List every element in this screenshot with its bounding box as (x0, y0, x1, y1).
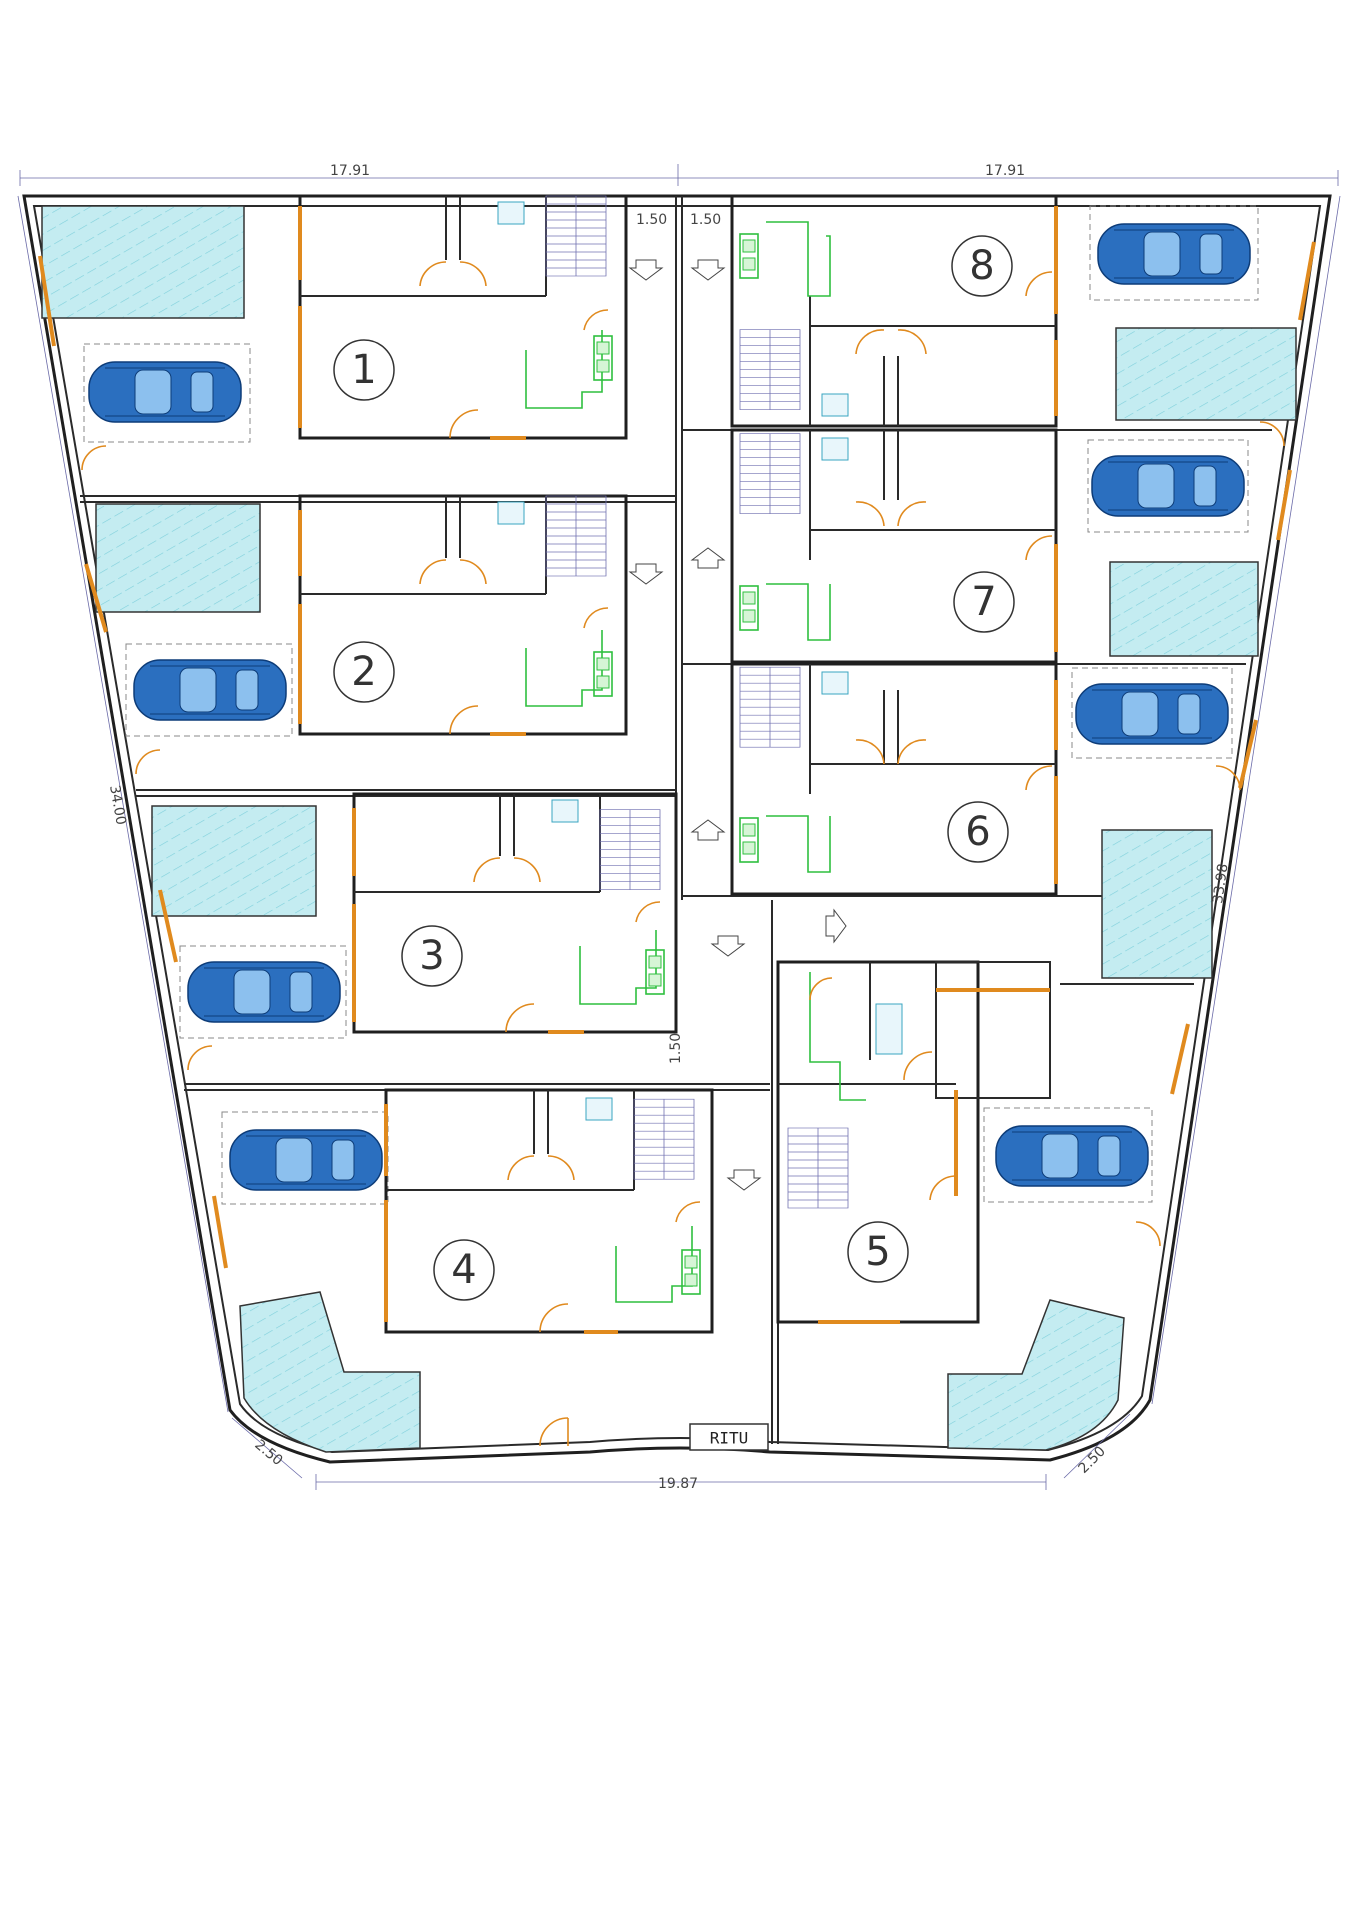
pool-7 (1109, 561, 1259, 657)
house-4 (384, 1088, 714, 1334)
utility-label: RITU (710, 1429, 749, 1448)
dim-corner-left: 2.50 (251, 1437, 285, 1469)
dim-passage: 1.50 (668, 1033, 684, 1064)
pool-1 (41, 205, 245, 319)
svg-text:6: 6 (965, 809, 990, 855)
car-icon (179, 945, 347, 1039)
pool-6 (1101, 829, 1213, 979)
car-icon (1087, 439, 1249, 533)
svg-text:4: 4 (451, 1247, 476, 1293)
unit-label-3: 3 (401, 925, 463, 987)
dim-gap-left: 1.50 (636, 212, 667, 228)
unit-label-7: 7 (953, 571, 1015, 633)
svg-text:5: 5 (865, 1229, 890, 1275)
unit-label-1: 1 (333, 339, 395, 401)
car-icon (1071, 667, 1233, 759)
utility-box: RITU (689, 1423, 769, 1451)
dim-top-right: 17.91 (985, 163, 1025, 179)
pool-4 (239, 1291, 421, 1453)
dim-bottom: 19.87 (658, 1476, 698, 1492)
pool-2 (95, 503, 261, 613)
arrow-down-icon (629, 259, 663, 281)
arrow-down-icon (629, 563, 663, 585)
house-6 (730, 662, 1058, 896)
arrow-down-icon (727, 1169, 761, 1191)
house-5 (776, 960, 1051, 1324)
dim-gap-right: 1.50 (690, 212, 721, 228)
arrow-right-icon (825, 909, 847, 943)
car-icon (983, 1107, 1153, 1203)
svg-text:7: 7 (971, 579, 996, 625)
dim-left-side: 34.00 (106, 784, 129, 826)
dim-right-side: 33.98 (1210, 863, 1231, 905)
car-icon (1089, 205, 1259, 301)
pool-3 (151, 805, 317, 917)
svg-text:1: 1 (351, 347, 376, 393)
svg-text:3: 3 (419, 933, 444, 979)
unit-label-6: 6 (947, 801, 1009, 863)
arrow-up-icon (691, 547, 725, 569)
top-dimension-lines (19, 164, 1339, 186)
dim-top-left: 17.91 (330, 163, 370, 179)
house-2 (298, 494, 628, 736)
pool-5 (947, 1299, 1125, 1451)
car-icon (125, 643, 293, 737)
site-boundary-inner (32, 205, 1322, 1454)
pool-8 (1115, 327, 1297, 421)
arrow-down-icon (711, 935, 745, 957)
car-icon (221, 1111, 389, 1205)
side-dimension-lines (17, 195, 1341, 1490)
svg-text:8: 8 (969, 243, 994, 289)
svg-text:2: 2 (351, 649, 376, 695)
arrow-down-icon (691, 259, 725, 281)
car-icon (83, 343, 251, 443)
unit-label-5: 5 (847, 1221, 909, 1283)
site-gates (38, 241, 1316, 1447)
house-7 (730, 428, 1058, 664)
house-8 (730, 194, 1058, 428)
arrow-up-icon (691, 819, 725, 841)
house-1 (298, 194, 628, 440)
unit-label-8: 8 (951, 235, 1013, 297)
unit-label-4: 4 (433, 1239, 495, 1301)
unit-label-2: 2 (333, 641, 395, 703)
dim-corner-right: 2.50 (1076, 1443, 1109, 1476)
house-3 (352, 792, 678, 1034)
